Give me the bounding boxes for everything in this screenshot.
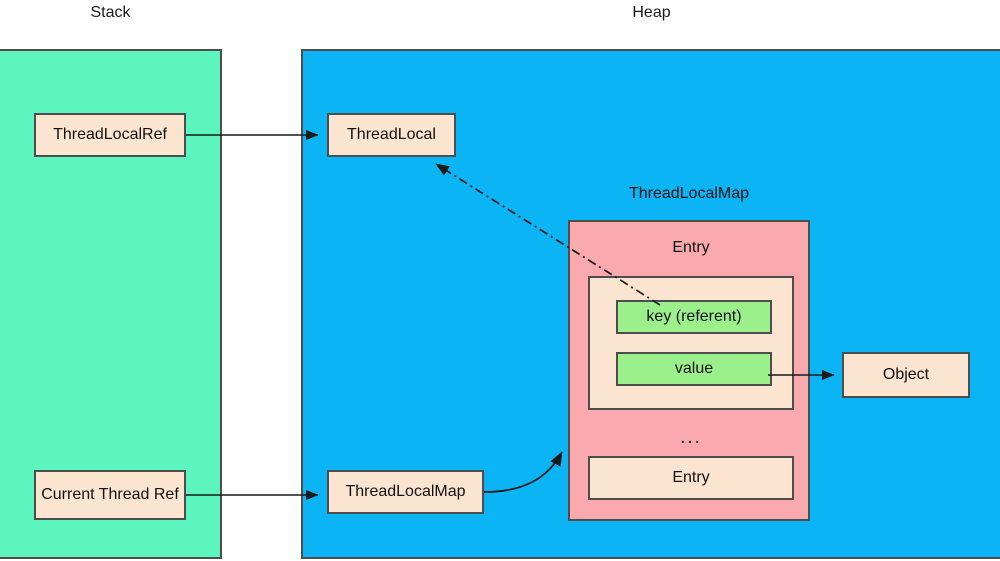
entry-second-label: Entry xyxy=(672,469,710,486)
entry-label: Entry xyxy=(672,239,710,256)
thread-local-map-container-title: ThreadLocalMap xyxy=(628,185,750,202)
node-thread-local-map-label: ThreadLocalMap xyxy=(345,483,466,500)
heap-region-title: Heap xyxy=(632,4,671,21)
node-thread-local-ref[interactable]: ThreadLocalRef xyxy=(34,113,186,157)
node-thread-local[interactable]: ThreadLocal xyxy=(327,113,456,157)
node-thread-local-label: ThreadLocal xyxy=(347,126,436,143)
node-thread-local-map[interactable]: ThreadLocalMap xyxy=(327,470,484,514)
entry-second[interactable]: Entry xyxy=(588,456,794,500)
thread-local-map-container: Entry key (referent) value ... Entry xyxy=(568,220,810,521)
node-current-thread-ref-label: Current Thread Ref xyxy=(41,486,179,503)
entry-body: key (referent) value xyxy=(588,276,794,410)
entries-ellipsis: ... xyxy=(680,427,702,448)
node-object[interactable]: Object xyxy=(842,352,970,398)
node-object-label: Object xyxy=(882,366,930,383)
entry-field-value-label: value xyxy=(674,360,714,377)
entry-field-value[interactable]: value xyxy=(616,352,772,386)
entry-field-key[interactable]: key (referent) xyxy=(616,300,772,334)
node-thread-local-ref-label: ThreadLocalRef xyxy=(53,126,167,143)
node-current-thread-ref[interactable]: Current Thread Ref xyxy=(34,470,186,520)
entry-field-key-label: key (referent) xyxy=(646,308,742,325)
stack-region-title: Stack xyxy=(90,4,131,21)
